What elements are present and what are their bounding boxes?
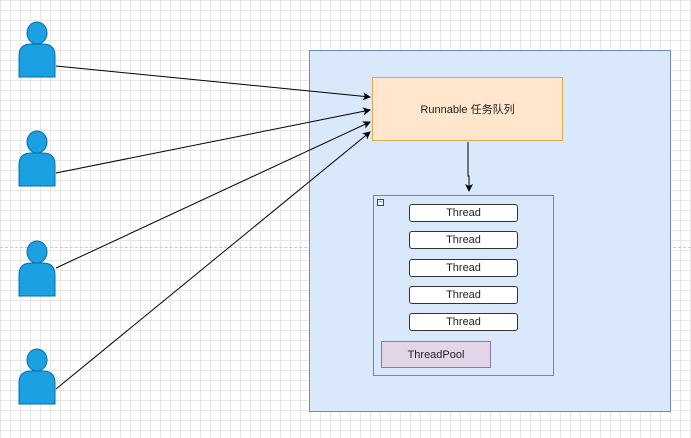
thread-label: Thread	[446, 289, 481, 301]
thread-label: Thread	[446, 316, 481, 328]
user-icon[interactable]	[18, 240, 56, 297]
thread-label: Thread	[446, 262, 481, 274]
connector-user4-to-queue[interactable]	[55, 131, 371, 390]
thread-box-2[interactable]: Thread	[409, 231, 518, 249]
runnable-queue-label: Runnable 任务队列	[420, 104, 515, 116]
thread-box-1[interactable]: Thread	[409, 204, 518, 222]
connectors	[55, 65, 473, 390]
thread-box-5[interactable]: Thread	[409, 313, 518, 331]
collapse-icon[interactable]: −	[377, 199, 384, 206]
thread-label: Thread	[446, 234, 481, 246]
threadpool-label-box[interactable]: ThreadPool	[381, 341, 491, 368]
thread-group-box[interactable]	[373, 195, 554, 376]
connector-user2-to-queue[interactable]	[55, 107, 371, 174]
thread-box-3[interactable]: Thread	[409, 259, 518, 277]
runnable-queue-box[interactable]: Runnable 任务队列	[372, 77, 563, 141]
user-icon[interactable]	[18, 21, 56, 78]
thread-label: Thread	[446, 207, 481, 219]
thread-box-4[interactable]: Thread	[409, 286, 518, 304]
threadpool-label: ThreadPool	[407, 348, 465, 361]
connector-user3-to-queue[interactable]	[55, 121, 371, 269]
user-icon[interactable]	[18, 130, 56, 187]
user-icon[interactable]	[18, 348, 56, 405]
connector-user1-to-queue[interactable]	[55, 65, 371, 101]
connector-queue-to-threads[interactable]	[465, 142, 473, 192]
